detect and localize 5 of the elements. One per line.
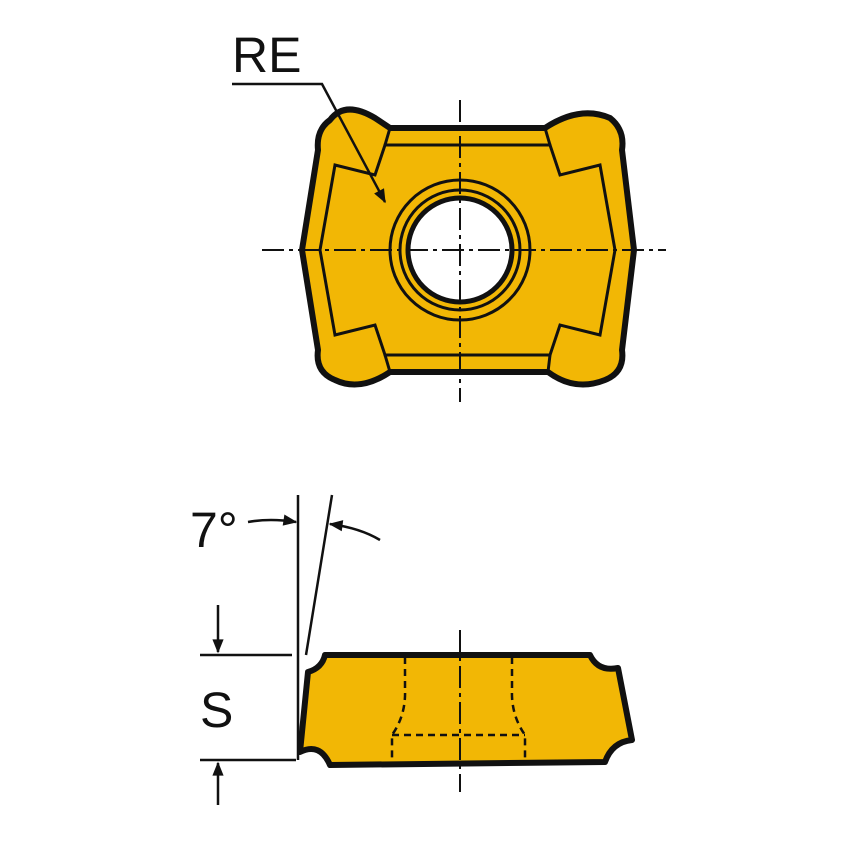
dimension-label: S bbox=[200, 685, 234, 735]
dimension-label: 7° bbox=[190, 505, 238, 555]
insert-top-view-drawing bbox=[261, 99, 667, 403]
leader-line bbox=[232, 82, 386, 204]
callout-label: RE bbox=[232, 30, 302, 80]
